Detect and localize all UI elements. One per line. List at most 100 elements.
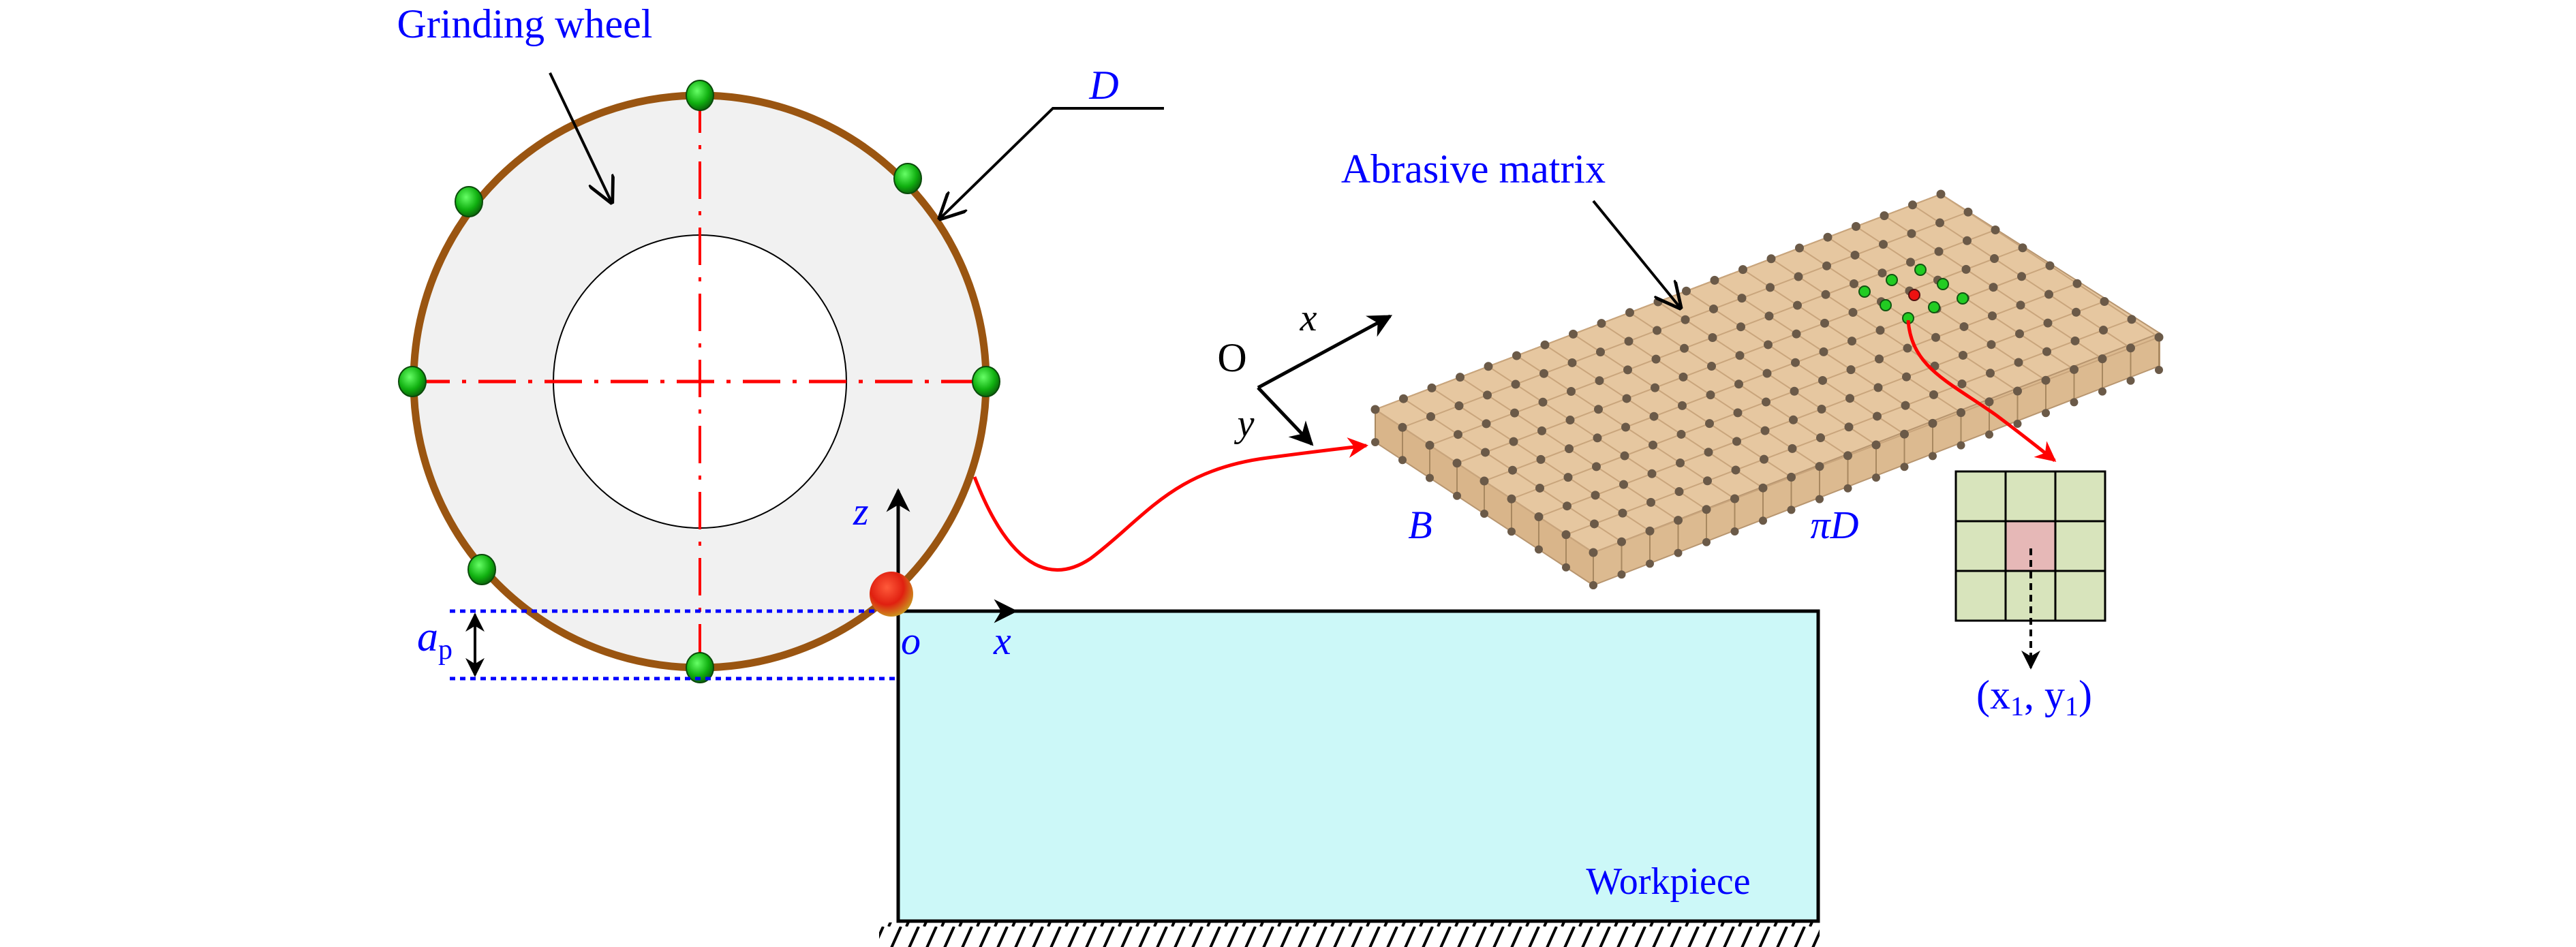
matrix-node bbox=[1793, 300, 1802, 310]
matrix-node bbox=[1819, 347, 1828, 356]
matrix-node bbox=[1708, 333, 1717, 342]
matrix-node bbox=[1764, 340, 1773, 350]
matrix-node bbox=[1454, 430, 1462, 439]
matrix-node bbox=[1734, 379, 1743, 389]
abrasive-matrix-label: Abrasive matrix bbox=[1341, 146, 1606, 191]
matrix-node bbox=[1483, 390, 1492, 400]
matrix-node bbox=[1792, 329, 1801, 339]
matrix-node bbox=[1625, 308, 1634, 317]
matrix-node bbox=[1646, 497, 1655, 507]
matrix-node bbox=[1398, 422, 1407, 432]
matrix-node bbox=[1452, 459, 1462, 468]
matrix-node bbox=[1702, 505, 1711, 514]
active-grain bbox=[1908, 289, 1920, 301]
matrix-node bbox=[2018, 243, 2027, 253]
matrix-node bbox=[2070, 398, 2079, 407]
neighbour-grain bbox=[1937, 278, 1949, 290]
x-axis-label: x bbox=[993, 619, 1011, 663]
z-axis-label: z bbox=[853, 489, 869, 533]
matrix-node bbox=[1621, 422, 1630, 432]
matrix-node bbox=[1536, 454, 1546, 464]
matrix-node bbox=[1991, 226, 2000, 234]
neighbour-grain bbox=[1858, 285, 1871, 298]
matrix-node bbox=[1427, 383, 1437, 392]
matrix-node bbox=[1622, 394, 1631, 403]
neighbour-grain bbox=[1928, 301, 1940, 313]
matrix-node bbox=[1426, 474, 1434, 482]
matrix-node bbox=[1908, 200, 1917, 210]
matrix-node bbox=[1617, 570, 1626, 579]
matrix-node bbox=[1731, 465, 1741, 475]
matrix-node bbox=[1702, 538, 1711, 546]
matrix-node bbox=[1649, 440, 1657, 450]
matrix-node bbox=[1989, 283, 1998, 292]
matrix-node bbox=[1703, 476, 1712, 486]
matrix-node bbox=[1371, 438, 1379, 446]
matrix-node bbox=[1674, 548, 1683, 557]
matrix-node bbox=[1563, 501, 1571, 511]
matrix-node bbox=[2154, 332, 2164, 342]
matrix-node bbox=[1957, 441, 1965, 450]
neighbour-grid bbox=[1954, 470, 2106, 622]
matrix-node bbox=[1653, 326, 1661, 335]
grid-cell bbox=[2054, 520, 2106, 572]
matrix-node bbox=[1934, 247, 1944, 256]
diameter-label: D bbox=[1088, 63, 1118, 108]
workpiece bbox=[896, 609, 1820, 923]
width-b-label: B bbox=[1408, 503, 1432, 547]
matrix-node bbox=[1454, 401, 1464, 411]
matrix-node bbox=[1707, 362, 1716, 371]
matrix-node bbox=[1619, 480, 1628, 489]
neighbour-grain bbox=[1957, 292, 1969, 305]
matrix-node bbox=[1647, 469, 1657, 478]
matrix-node bbox=[1961, 264, 1971, 274]
matrix-node bbox=[1705, 419, 1714, 429]
matrix-node bbox=[1758, 483, 1768, 493]
matrix-node bbox=[2042, 347, 2051, 356]
matrix-node bbox=[1481, 448, 1490, 457]
matrix-node bbox=[1900, 429, 1909, 439]
matrix-node bbox=[2100, 297, 2109, 306]
matrix-node bbox=[1902, 372, 1911, 382]
grain-coordinate-label: (x1, y1) bbox=[1976, 672, 2092, 721]
matrix-node bbox=[1535, 545, 1543, 554]
grid-cell bbox=[2004, 470, 2057, 523]
matrix-node bbox=[1823, 232, 1833, 242]
matrix-node bbox=[1907, 229, 1916, 238]
wheel-grain bbox=[455, 186, 483, 217]
matrix-node bbox=[1850, 250, 1860, 260]
matrix-x-label: x bbox=[1300, 297, 1317, 339]
matrix-node bbox=[1759, 516, 1767, 525]
matrix-node bbox=[2041, 375, 2051, 385]
matrix-node bbox=[1735, 351, 1745, 360]
matrix-node bbox=[1510, 408, 1519, 418]
matrix-node bbox=[1592, 462, 1601, 471]
matrix-node bbox=[1678, 372, 1688, 382]
matrix-node bbox=[1534, 512, 1544, 521]
matrix-node bbox=[1569, 329, 1578, 339]
ground-hatch bbox=[879, 922, 1820, 947]
matrix-node bbox=[1852, 221, 1860, 231]
matrix-node bbox=[1649, 412, 1659, 421]
matrix-origin-label: O bbox=[1217, 335, 1246, 380]
matrix-node bbox=[1674, 487, 1684, 497]
matrix-node bbox=[1563, 473, 1573, 482]
matrix-node bbox=[1565, 444, 1574, 454]
matrix-node bbox=[1710, 275, 1719, 285]
matrix-node bbox=[1871, 440, 1881, 450]
matrix-node bbox=[1762, 369, 1772, 378]
matrix-node bbox=[1456, 373, 1465, 382]
matrix-y-label: y bbox=[1234, 403, 1255, 445]
matrix-node bbox=[1760, 426, 1770, 435]
grid-cell bbox=[2054, 470, 2106, 523]
matrix-node bbox=[1680, 343, 1689, 353]
matrix-node bbox=[1817, 405, 1826, 414]
matrix-node bbox=[1794, 272, 1803, 281]
matrix-node bbox=[1844, 422, 1854, 432]
matrix-node bbox=[2098, 354, 2107, 364]
matrix-node bbox=[1963, 207, 1973, 217]
grid-cell bbox=[1954, 570, 2007, 622]
matrix-node bbox=[1929, 452, 1937, 461]
matrix-node bbox=[1567, 387, 1576, 396]
matrix-node bbox=[2014, 358, 2023, 367]
